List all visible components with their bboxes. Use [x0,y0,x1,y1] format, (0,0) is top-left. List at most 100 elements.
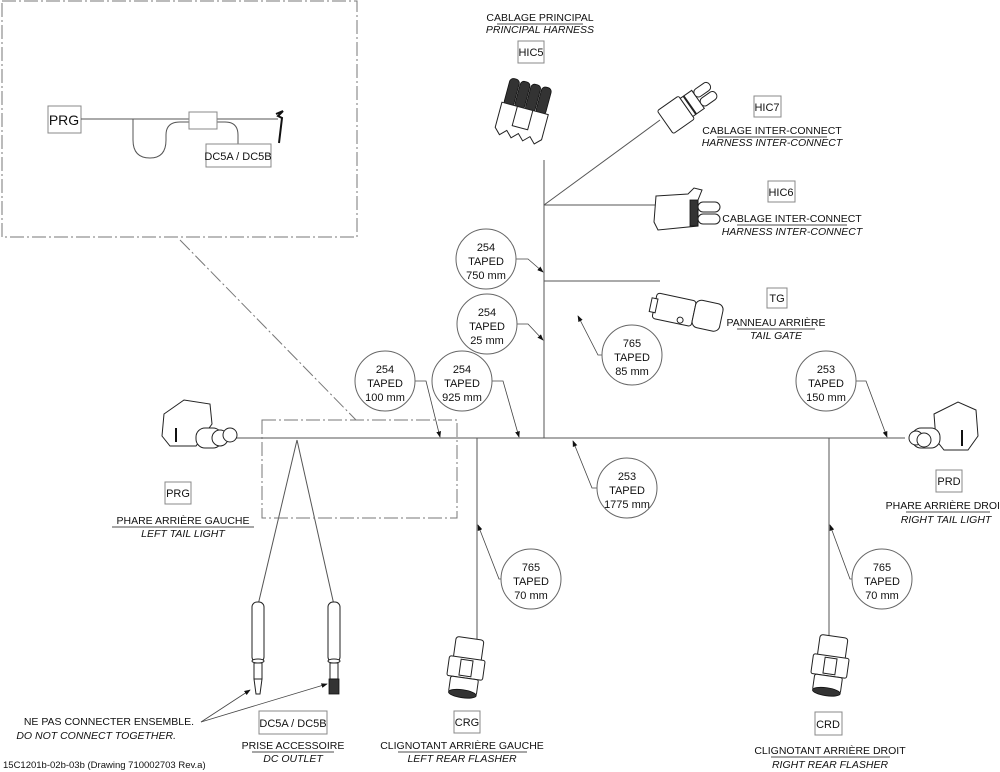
callout-type: TAPED [864,576,900,588]
callout-code: 765 [873,562,891,574]
callout-leader-arrow [577,315,602,356]
tg-code: TG [769,293,784,305]
tg-code-box [766,287,788,309]
prd-code: PRD [937,476,960,488]
note-en: DO NOT CONNECT TOGETHER. [16,730,176,742]
callout-length: 70 mm [514,590,548,602]
detail-dc5-box [205,143,272,168]
callout-type: TAPED [468,256,504,268]
callout-bubble [851,548,913,610]
callout-code: 254 [478,307,496,319]
callout-code: 254 [376,364,394,376]
callout-bubble [431,350,493,412]
callout-type: TAPED [469,321,505,333]
callout-leader-arrow [517,323,544,341]
wire-break-icon [275,110,284,144]
callout-bubble [795,350,857,412]
prg-connector: PRG PHARE ARRIÈRE GAUCHE LEFT TAIL LIGHT [112,399,254,540]
callout-length: 925 mm [442,392,482,404]
detail-region-frame [261,419,458,519]
callout-type: TAPED [808,378,844,390]
detail-prg-label: PRG [49,112,79,128]
prg-code-box [164,481,192,505]
callout-type: TAPED [609,485,645,497]
prd-code-box [935,469,963,493]
prg-code: PRG [166,488,190,500]
hic7-label-fr: CABLAGE INTER-CONNECT [702,125,842,137]
callout-bubble [354,350,416,412]
callout-type: TAPED [444,378,480,390]
hic7-connector: HIC7 CABLAGE INTER-CONNECT HARNESS INTER… [657,81,844,149]
drawing-reference: 15C1201b-02b-03b (Drawing 710002703 Rev.… [3,760,206,771]
prg-label-en: LEFT TAIL LIGHT [141,528,226,540]
hic7-code: HIC7 [754,102,779,114]
hic6-code-box [767,180,796,203]
callout-leader-arrow [856,380,888,438]
callout-length: 100 mm [365,392,405,404]
crg-code-box [453,710,481,734]
callout-code: 253 [817,364,835,376]
hic5-label-en: PRINCIPAL HARNESS [486,24,594,36]
hic7-code-box [753,95,782,118]
hic6-code: HIC6 [768,187,793,199]
dc5-code: DC5A / DC5B [259,718,326,730]
callout-length: 25 mm [470,335,504,347]
hic5-code-box [517,40,545,64]
dc-outlet-connectors: DC5A / DC5B PRISE ACCESSOIRE DC OUTLET [200,601,345,765]
callout-code: 254 [477,242,495,254]
callout-leader-arrow [572,440,597,489]
dc5-label-fr: PRISE ACCESSOIRE [242,740,345,752]
callout-bubble [456,293,518,355]
callout-leader-arrow [516,258,544,273]
harness-wires [234,119,905,640]
callout-leader-arrow [829,524,852,580]
hic5-connector: HIC5 CABLAGE PRINCIPAL PRINCIPAL HARNESS [486,12,594,145]
callout-length: 85 mm [615,366,649,378]
prd-label-en: RIGHT TAIL LIGHT [901,514,993,526]
callout-leader-arrow [415,380,441,438]
crd-code: CRD [816,719,840,731]
callout-code: 765 [623,338,641,350]
prg-label-fr: PHARE ARRIÈRE GAUCHE [116,514,249,527]
detail-view: PRG DC5A / DC5B [1,0,358,421]
hic6-connector: HIC6 CABLAGE INTER-CONNECT HARNESS INTER… [653,180,864,238]
hic7-label-en: HARNESS INTER-CONNECT [702,137,844,149]
crg-label-en: LEFT REAR FLASHER [407,753,517,765]
callout-bubble [596,457,658,519]
dc5-code-box [258,710,328,735]
callout-length: 150 mm [806,392,846,404]
callout-bubble [455,228,517,290]
callout-leader-arrow [492,380,520,438]
callout-length: 1775 mm [604,499,650,511]
callout-type: TAPED [367,378,403,390]
callout-code: 254 [453,364,471,376]
hic5-code: HIC5 [518,47,543,59]
crg-code: CRG [455,717,479,729]
crd-label-en: RIGHT REAR FLASHER [772,759,889,771]
tg-connector: TG PANNEAU ARRIÈRE TAIL GATE [648,287,826,342]
tg-label-en: TAIL GATE [750,330,803,342]
detail-fuse-holder [188,111,218,130]
callout-bubble [500,548,562,610]
hic6-label-en: HARNESS INTER-CONNECT [722,226,864,238]
note-fr: NE PAS CONNECTER ENSEMBLE. [24,716,194,728]
prd-label-fr: PHARE ARRIÈRE DROIT [886,499,1000,512]
hic6-label-fr: CABLAGE INTER-CONNECT [722,213,862,225]
callout-length: 70 mm [865,590,899,602]
callout-code: 253 [618,471,636,483]
callout-code: 765 [522,562,540,574]
hic5-label-fr: CABLAGE PRINCIPAL [486,12,593,24]
callout-length: 750 mm [466,270,506,282]
callout-bubble [601,324,663,386]
crg-label-fr: CLIGNOTANT ARRIÈRE GAUCHE [380,739,544,752]
detail-frame [1,0,358,238]
